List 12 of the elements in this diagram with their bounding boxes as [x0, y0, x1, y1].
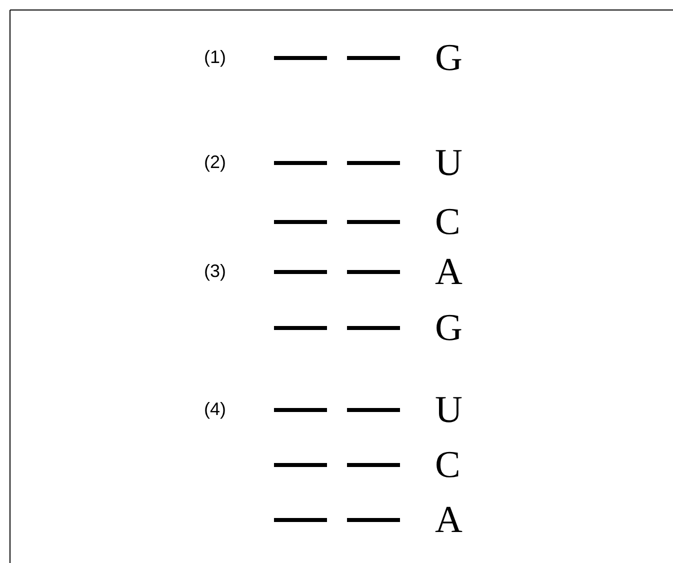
item-number: (3): [204, 262, 226, 280]
nucleotide-letter: A: [435, 501, 462, 539]
nucleotide-letter: C: [435, 446, 460, 484]
nucleotide-letter: U: [435, 391, 462, 429]
nucleotide-letter: U: [435, 144, 462, 182]
item-number: (4): [204, 400, 226, 418]
nucleotide-letter: A: [435, 253, 462, 291]
nucleotide-letter: C: [435, 203, 460, 241]
item-number: (1): [204, 48, 226, 66]
nucleotide-letter: G: [435, 39, 462, 77]
item-number: (2): [204, 153, 226, 171]
nucleotide-letter: G: [435, 309, 462, 347]
